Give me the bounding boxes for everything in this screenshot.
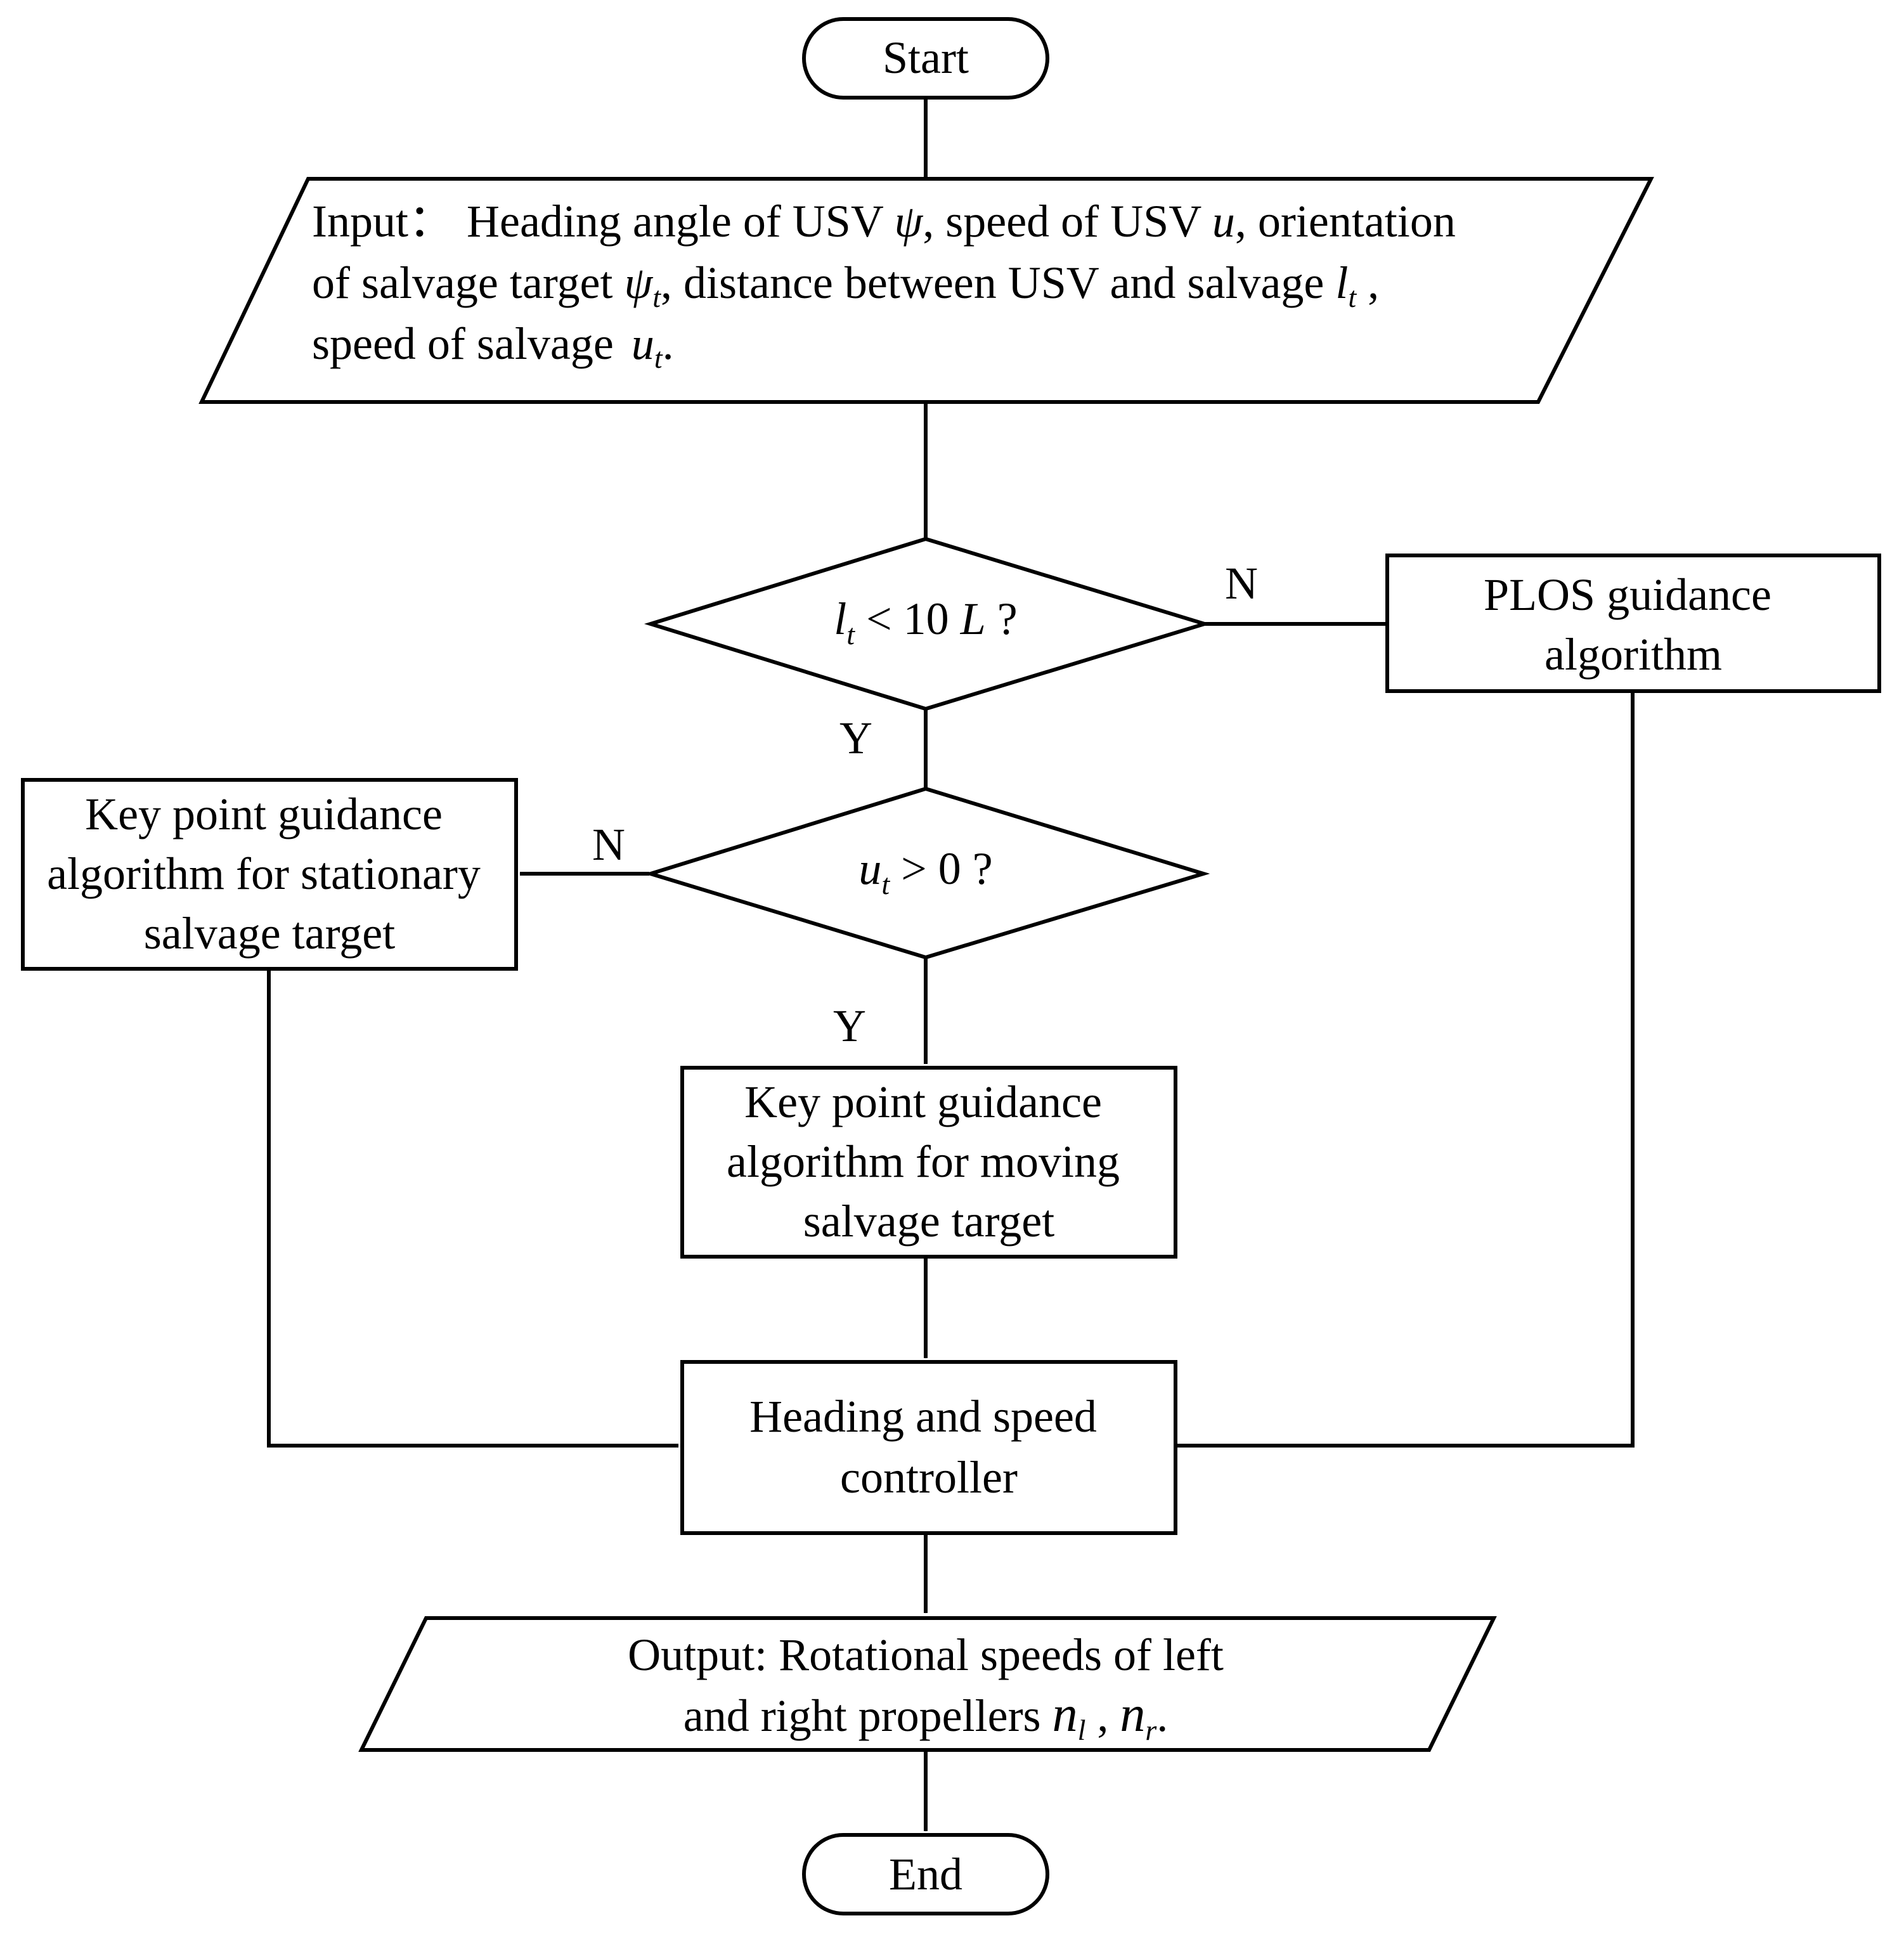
moving-target-box [680, 1066, 1177, 1259]
start-terminal [802, 17, 1049, 100]
end-label: End [889, 1849, 962, 1900]
plos-box [1385, 554, 1881, 693]
plos-label: PLOS guidance algorithm [1484, 569, 1783, 680]
stationary-target-box [21, 778, 518, 971]
controller-box [680, 1360, 1177, 1535]
stationary-target-label: Key point guidance algorithm for station… [47, 789, 492, 959]
decision-distance [644, 536, 1212, 711]
decision-speed-no-label: N [592, 819, 625, 870]
input-parallelogram [198, 177, 1654, 404]
input-text-line2: of salvage target ψt, distance between U… [312, 257, 1379, 313]
end-terminal [802, 1833, 1049, 1915]
controller-label: Heading and speed controller [749, 1391, 1108, 1503]
arrow-stationary-to-controller [267, 966, 679, 1448]
input-text-line3: speed of salvage ut. [312, 318, 674, 374]
decision-distance-label: lt < 10 L ? [834, 593, 1017, 651]
decision-speed-yes-label: Y [833, 1001, 866, 1051]
connectors [267, 98, 1635, 1832]
decision-distance-no-label: N [1225, 558, 1258, 609]
moving-target-label: Key point guidance algorithm for moving … [727, 1077, 1131, 1247]
start-label: Start [883, 32, 969, 83]
output-parallelogram [358, 1616, 1497, 1752]
input-text-line1: Input：Heading angle of USV ψ, speed of U… [312, 196, 1456, 247]
decision-speed-label: ut > 0 ? [858, 843, 992, 900]
decision-speed [644, 786, 1210, 960]
output-text-line1: Output: Rotational speeds of left [628, 1629, 1224, 1680]
decision-distance-yes-label: Y [839, 713, 872, 763]
arrow-plos-to-controller [1176, 692, 1635, 1448]
output-text-line2: and right propellers nl , nr. [683, 1687, 1169, 1746]
